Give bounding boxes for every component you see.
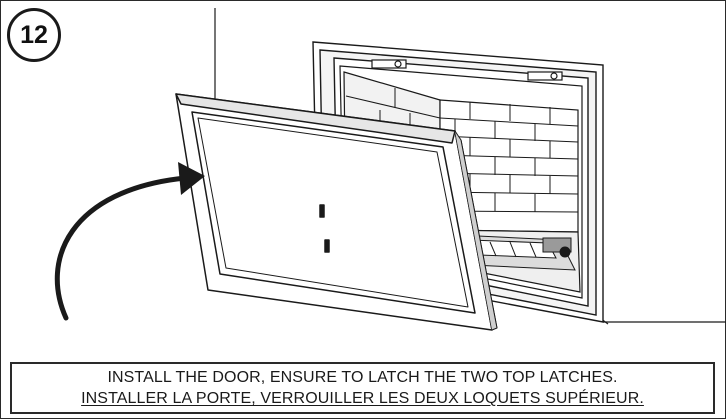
- step-number: 12: [20, 20, 48, 49]
- curved-arrow-icon: [54, 162, 205, 321]
- step-number-badge: 12: [7, 8, 61, 62]
- glass-door: [175, 93, 498, 331]
- instruction-english: INSTALL THE DOOR, ENSURE TO LATCH THE TW…: [107, 369, 618, 386]
- instruction-caption: INSTALL THE DOOR, ENSURE TO LATCH THE TW…: [10, 362, 715, 414]
- top-latches: [371, 59, 563, 81]
- instruction-french: INSTALLER LA PORTE, VERROUILLER LES DEUX…: [81, 390, 644, 407]
